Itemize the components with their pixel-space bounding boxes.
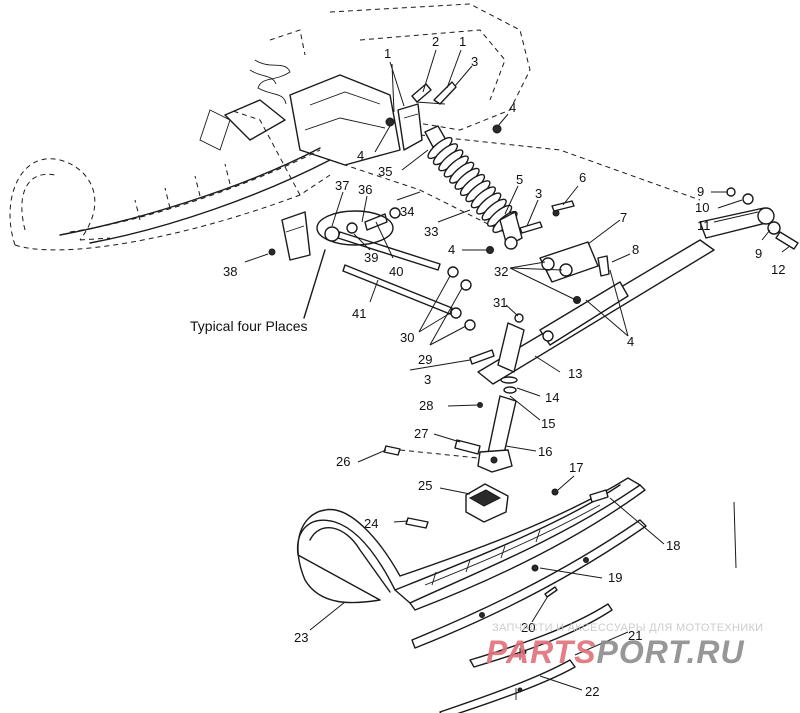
- callout: 4: [448, 242, 455, 257]
- callout: 35: [378, 164, 392, 179]
- callout: 15: [541, 416, 555, 431]
- callout: 38: [223, 264, 237, 279]
- leader-lines: [244, 49, 791, 691]
- callout: 32: [494, 264, 508, 279]
- pivot-bracket: [486, 200, 610, 283]
- callout: 2: [432, 34, 439, 49]
- callout: 39: [364, 250, 378, 265]
- mounted-shock-ghost: [199, 29, 306, 151]
- watermark-tagline: ЗАПЧАСТИ И АКСЕССУАРЫ ДЛЯ МОТОТЕХНИКИ: [492, 622, 763, 634]
- callout: 18: [666, 538, 680, 553]
- callout: 34: [400, 204, 414, 219]
- callout: 14: [545, 390, 559, 405]
- callout: 1: [459, 34, 466, 49]
- callout: 41: [352, 306, 366, 321]
- callout: 27: [414, 426, 428, 441]
- callout: 40: [389, 264, 403, 279]
- watermark: ЗАПЧАСТИ И АКСЕССУАРЫ ДЛЯ МОТОТЕХНИКИ PA…: [486, 622, 763, 670]
- chassis-outline: [289, 3, 701, 241]
- callout: 8: [632, 242, 639, 257]
- watermark-logo: PARTSPORT.RU: [486, 634, 745, 670]
- callout: 28: [419, 398, 433, 413]
- callout: 9: [697, 184, 704, 199]
- diagram-caption: Typical four Places: [190, 318, 308, 334]
- callout: 6: [579, 170, 586, 185]
- callout: 29: [418, 352, 432, 367]
- callout: 17: [569, 460, 583, 475]
- callout: 10: [695, 200, 709, 215]
- callout: 9: [755, 246, 762, 261]
- shock-absorber: [397, 103, 523, 250]
- callout: 3: [424, 372, 431, 387]
- ski: [296, 477, 646, 611]
- callout: 26: [336, 454, 350, 469]
- callout: 4: [627, 334, 634, 349]
- wear-bars: [411, 519, 647, 713]
- spindle-arm: [469, 187, 799, 385]
- callout: 36: [358, 182, 372, 197]
- callout: 5: [516, 172, 523, 187]
- callout: 1: [384, 46, 391, 61]
- callout: 30: [400, 330, 414, 345]
- mounted-ski-ghost: [9, 109, 331, 251]
- callout: 4: [509, 100, 516, 115]
- callout: 4: [357, 148, 364, 163]
- callout: 33: [424, 224, 438, 239]
- callout: 12: [771, 262, 785, 277]
- watermark-logo-gray: PORT.RU: [597, 634, 745, 670]
- spindle-post: [383, 313, 525, 473]
- ski-saddle: [465, 483, 509, 523]
- callout: 23: [294, 630, 308, 645]
- callout: 11: [697, 218, 711, 233]
- callout: 31: [493, 295, 507, 310]
- callout: 20: [521, 620, 535, 635]
- watermark-logo-red: PARTS: [486, 634, 597, 670]
- radius-rods: [268, 207, 476, 331]
- callout: 3: [471, 54, 478, 69]
- callout-labels: 1 2 1 3 4 4 35 5 3 6 34 37 36 33 4 7 8 9…: [223, 34, 785, 699]
- callout: 24: [364, 516, 378, 531]
- callout: 37: [335, 178, 349, 193]
- callout: 25: [418, 478, 432, 493]
- callout: 22: [585, 684, 599, 699]
- upper-hardware: [385, 81, 502, 134]
- callout: 7: [620, 210, 627, 225]
- callout: 16: [538, 444, 552, 459]
- callout: 19: [608, 570, 622, 585]
- callout: 21: [628, 628, 642, 643]
- callout: 13: [568, 366, 582, 381]
- callout: 3: [535, 186, 542, 201]
